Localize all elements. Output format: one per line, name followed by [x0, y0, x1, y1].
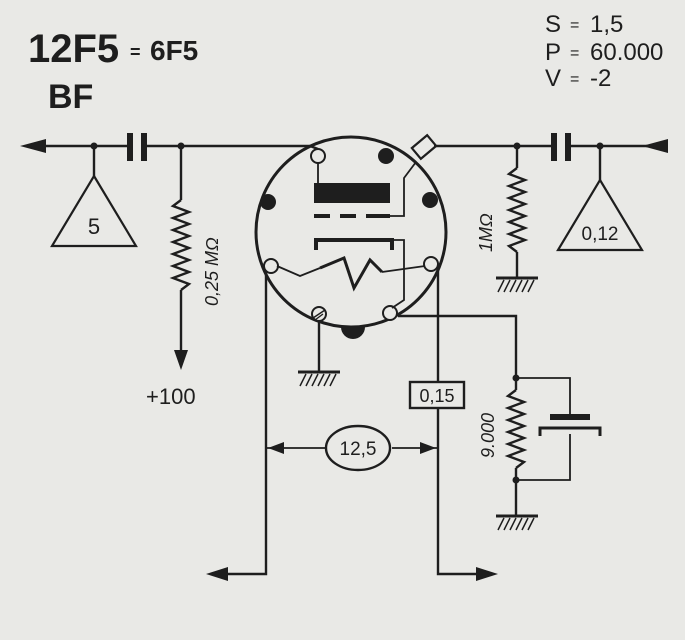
- cathode-resistor: [504, 389, 528, 469]
- spec-v-value: -2: [590, 65, 611, 92]
- equivalent-tube: 6F5: [150, 35, 198, 66]
- plate-supply-label: +100: [146, 384, 196, 409]
- dimension-arrow-left-icon: [268, 442, 284, 454]
- pin-blank: [422, 192, 438, 208]
- cathode-resistor-label: 9.000: [478, 413, 498, 458]
- heater-line-2-lower: [436, 408, 484, 576]
- heater-voltage-badge: [324, 424, 392, 472]
- heater-arrow-right-icon: [476, 567, 498, 581]
- spec-p-value: 60.000: [590, 39, 663, 66]
- input-gain-label: 0,12: [582, 224, 619, 245]
- spec-v-sign: =: [570, 71, 579, 88]
- plate-resistor-label: 0,25 MΩ: [202, 237, 222, 306]
- pin-heater-2: [423, 256, 439, 272]
- tube-cathode-electrode: [314, 238, 394, 250]
- spec-p: P = 60.000: [545, 39, 663, 66]
- input-gain-triangle: [556, 177, 644, 252]
- tube-plate-electrode: [314, 183, 390, 203]
- output-arrow-icon: [20, 139, 46, 153]
- junction-dot: [90, 142, 98, 150]
- equiv-sign: =: [130, 42, 141, 62]
- spec-v: V = -2: [545, 65, 611, 92]
- bypass-capacitor-leads: [516, 377, 571, 481]
- plate-resistor: [169, 199, 193, 291]
- cathode-line: [398, 314, 518, 376]
- pin-plate: [310, 148, 326, 164]
- pin-blank: [260, 194, 276, 210]
- tube-envelope: [254, 135, 448, 329]
- spec-v-key: V: [545, 65, 561, 92]
- pin-heater-1: [263, 258, 279, 274]
- heater-lead-1: [276, 265, 321, 277]
- tube-type-title: 12F5: [28, 27, 119, 71]
- heater-lead-2: [381, 265, 426, 273]
- pin-shell-hatch: [312, 309, 326, 321]
- pin-blank: [378, 148, 394, 164]
- cathode-lead: [391, 239, 405, 309]
- output-gain-label: 5: [88, 214, 100, 239]
- grid-lead: [390, 161, 417, 217]
- heater-current-label: 0,15: [419, 386, 454, 406]
- tube-key-lug: [341, 327, 365, 339]
- spec-p-sign: =: [570, 45, 579, 62]
- spec-p-key: P: [545, 39, 561, 66]
- dimension-arrow-right-icon: [420, 442, 436, 454]
- output-gain-triangle: [50, 173, 138, 248]
- grid-resistor: [505, 167, 529, 253]
- heater-current-box: [408, 380, 466, 410]
- grid-cap-icon: [410, 133, 438, 161]
- tube-heater: [319, 255, 384, 292]
- heater-arrow-left-icon: [206, 567, 228, 581]
- ground-icon: [496, 514, 538, 531]
- ground-icon: [496, 276, 538, 293]
- heater-line-1: [220, 272, 268, 576]
- plate-supply-arrow-icon: [174, 350, 188, 370]
- bypass-capacitor: [538, 414, 602, 436]
- tube-class: BF: [48, 78, 93, 116]
- plate-connection: [309, 144, 319, 151]
- output-capacitor: [127, 133, 147, 161]
- grid-resistor-label: 1MΩ: [476, 213, 496, 252]
- spec-s: S = 1,5: [545, 11, 623, 38]
- pin-cathode: [382, 305, 398, 321]
- spec-s-key: S: [545, 11, 561, 38]
- ground-icon: [298, 370, 340, 387]
- input-arrow-icon: [642, 139, 668, 153]
- heater-voltage-label: 12,5: [340, 439, 377, 460]
- spec-s-sign: =: [570, 17, 579, 34]
- input-capacitor: [551, 133, 571, 161]
- spec-s-value: 1,5: [590, 11, 623, 38]
